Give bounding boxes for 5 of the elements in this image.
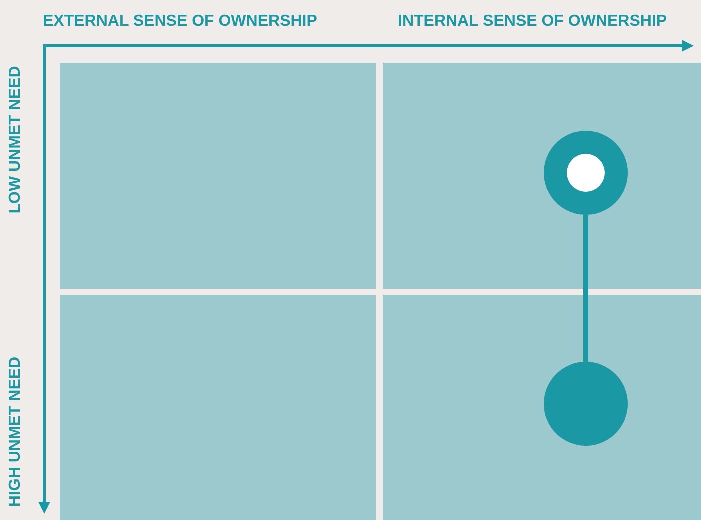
axis-title: INTERNAL SENSE OF OWNERSHIP xyxy=(398,13,668,31)
axis-title: EXTERNAL SENSE OF OWNERSHIP xyxy=(43,13,318,31)
axis-title: LOW UNMET NEED xyxy=(7,66,25,214)
axis-title: HIGH UNMET NEED xyxy=(7,356,25,508)
connector-line xyxy=(584,215,588,362)
